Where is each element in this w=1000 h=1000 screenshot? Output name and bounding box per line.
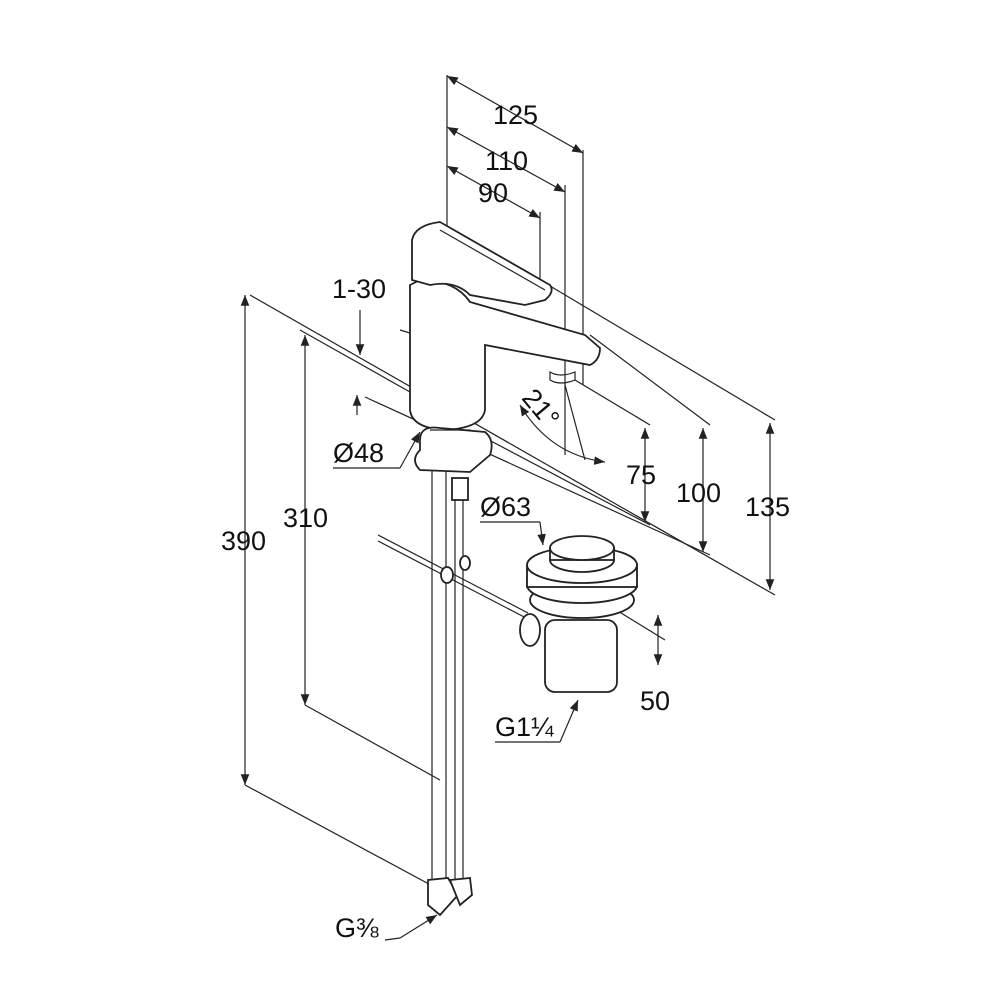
dim-110-label: 110: [485, 146, 529, 176]
thread-hose-label: G⅜: [335, 913, 379, 943]
supply-hoses: [427, 440, 473, 917]
dim-base-diameter-label: Ø48: [333, 438, 385, 468]
dim-125-label: 125: [493, 100, 539, 130]
waste-drain: [519, 535, 638, 693]
dim-75-label: 75: [626, 460, 657, 490]
dim-310-label: 310: [283, 503, 329, 533]
dim-135-label: 135: [745, 492, 791, 522]
popup-rod: [377, 534, 529, 620]
faucet-body: [399, 221, 601, 501]
dim-50-label: 50: [640, 686, 671, 716]
dim-deck-thickness-label: 1-30: [332, 274, 387, 304]
dim-390-label: 390: [221, 526, 267, 556]
dim-100-label: 100: [676, 478, 722, 508]
thread-drain-label: G1¼: [495, 712, 554, 742]
dim-drain-diameter-label: Ø63: [480, 492, 532, 522]
dim-90-label: 90: [478, 178, 509, 208]
